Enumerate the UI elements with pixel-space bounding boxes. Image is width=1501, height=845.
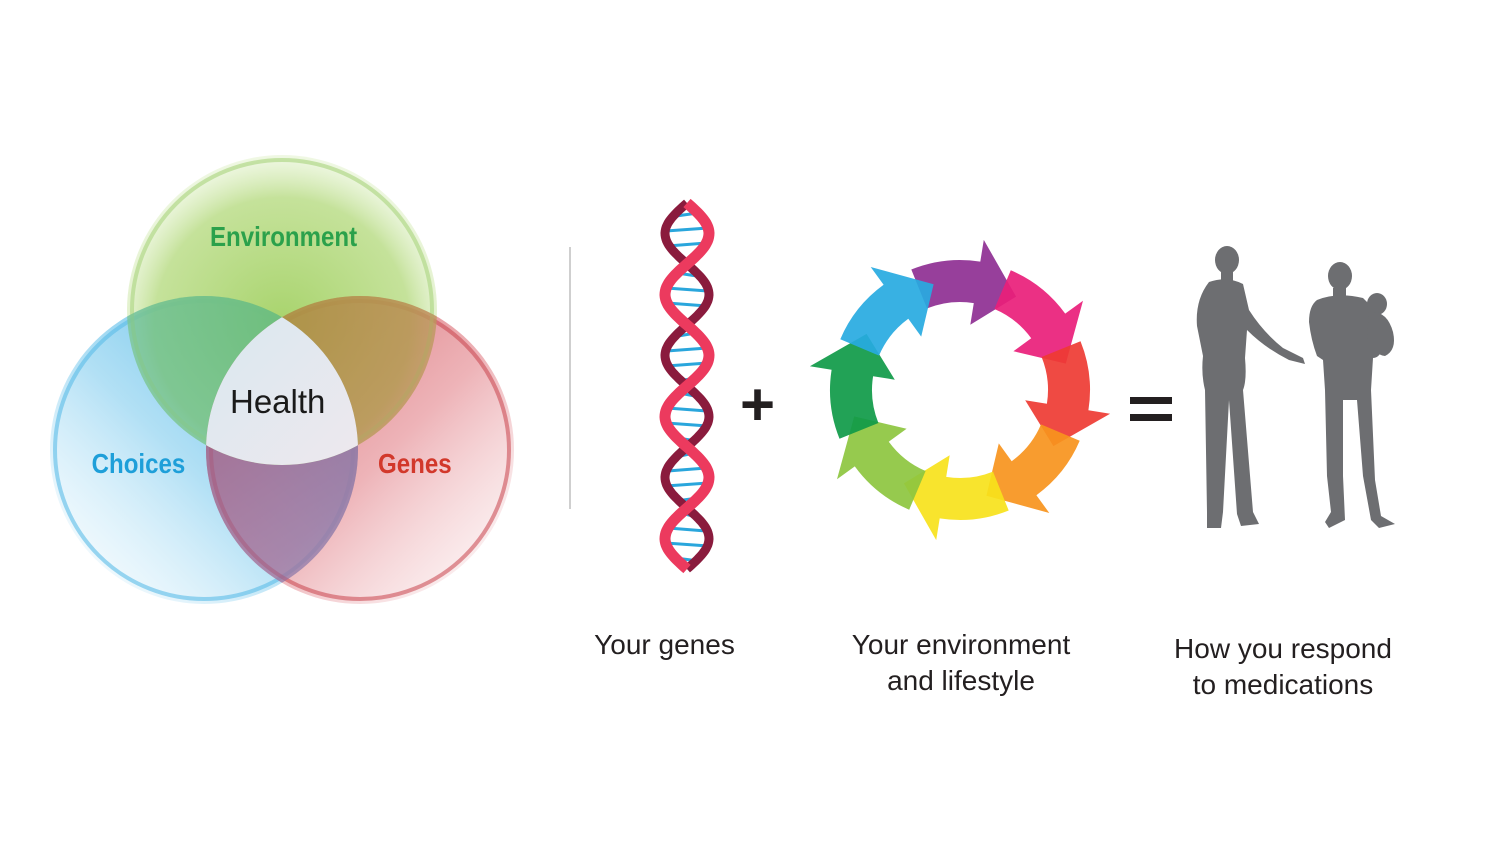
cycle-arrow-segment: [994, 270, 1083, 364]
dna-rung: [666, 361, 708, 368]
cycle-arrow-segment: [809, 333, 895, 439]
people-silhouette-icon: [1196, 246, 1395, 528]
health-label: Health: [230, 383, 326, 420]
dna-rung: [665, 541, 709, 548]
cycle-arrow-segment: [911, 239, 1017, 325]
genes-label: Genes: [377, 448, 452, 479]
equals-sign: [1130, 397, 1172, 422]
dna-rung: [666, 346, 708, 353]
dna-rung: [666, 286, 708, 293]
circular-arrows-icon: [809, 239, 1111, 541]
dna-rung: [665, 226, 709, 233]
choices-label: Choices: [91, 448, 186, 479]
environment-caption: Your environment and lifestyle: [851, 629, 1071, 696]
cycle-arrow-segment: [1025, 341, 1111, 447]
environment-label: Environment: [209, 221, 358, 252]
divider: [569, 247, 571, 509]
genes-caption: Your genes: [594, 629, 735, 660]
dna-helix-icon: [659, 198, 715, 574]
dna-rung: [667, 466, 707, 473]
cycle-arrow-segment: [903, 455, 1009, 541]
cycle-arrow-segment: [986, 424, 1080, 513]
dna-rung: [666, 421, 708, 428]
response-caption: How you respond to medications: [1174, 633, 1392, 700]
cycle-arrow-segment: [837, 416, 926, 510]
plus-sign: +: [740, 371, 776, 438]
dna-rung: [667, 526, 707, 533]
cycle-arrow-segment: [840, 267, 934, 356]
dna-rung: [665, 481, 709, 488]
dna-rung: [666, 406, 708, 413]
